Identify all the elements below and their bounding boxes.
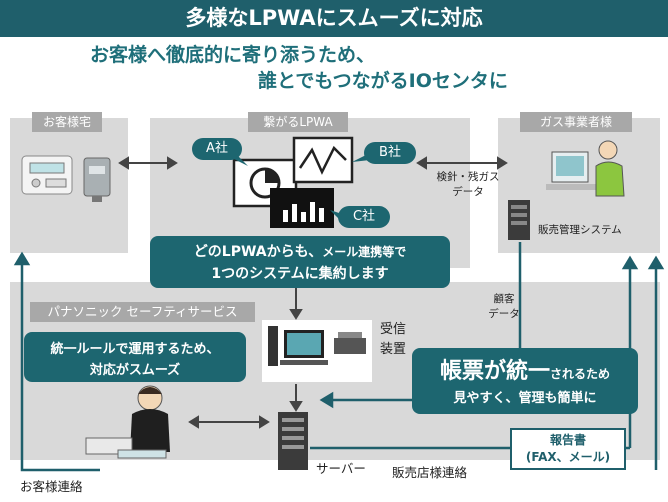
report-callout-small: されるため: [550, 367, 611, 381]
lpwa-callout-line-1: どのLPWAからも、メール連携等で: [150, 241, 450, 261]
server-label: サーバー: [316, 461, 366, 476]
sales-system-label: 販売管理システム: [538, 224, 622, 236]
monitor-c-icon: [270, 188, 334, 228]
rule-callout-line-2: 対応がスムーズ: [89, 363, 181, 378]
lpwa-aggregation-callout: どのLPWAからも、メール連携等で 1つのシステムに集約します: [150, 236, 450, 288]
page-title: 多様なLPWAにスムーズに対応: [0, 0, 668, 37]
panasonic-label: パナソニック セーフティサービス: [30, 302, 255, 322]
report-box-line-2: (FAX、メール): [525, 450, 611, 464]
unified-rule-callout: 統一ルールで運用するため、 対応がスムーズ: [24, 332, 246, 382]
report-box: 報告書 (FAX、メール): [510, 428, 626, 470]
lpwa-label: 繋がるLPWA: [248, 112, 348, 132]
operator-server-arrow: [188, 415, 270, 429]
report-callout-big: 帳票が統一: [439, 359, 550, 384]
operator-icon: [85, 385, 170, 459]
company-c-label: C社: [352, 209, 376, 224]
customer-home-label: お客様宅: [32, 112, 102, 132]
company-b-tag: [352, 142, 416, 164]
report-callout-line-1: 帳票が統一されるため: [412, 353, 638, 385]
report-callout-line-2: 見やすく、管理も簡単に: [453, 391, 597, 406]
wireless-unit-icon: [83, 157, 111, 202]
contact-customer-arrow: [13, 251, 100, 472]
customer-data-label-line-2: データ: [488, 308, 520, 320]
receiver-label-line-2: 装置: [380, 342, 407, 357]
server-icon: [278, 412, 308, 470]
subtitle-line-1: お客様へ徹底的に寄り添うため、: [90, 44, 376, 66]
monitor-b-icon: [292, 136, 354, 184]
subtitle-line-2: 誰とでもつながるIOセンタに: [258, 70, 508, 92]
meter-data-label-line-1: 検針・残ガス: [436, 171, 500, 183]
gas-server-icon: [508, 200, 530, 240]
customer-data-label: 顧客 データ: [484, 292, 524, 322]
receiver-server-arrow: [289, 384, 303, 412]
receiver-label-line-1: 受信: [380, 322, 407, 337]
rule-callout-line-1: 統一ルールで運用するため、: [50, 342, 220, 357]
report-unified-callout: 帳票が統一されるため 見やすく、管理も簡単に: [412, 348, 638, 414]
customer-contact-label: お客様連絡: [20, 479, 83, 494]
lpwa-callout-line-2: 1つのシステムに集約します: [211, 266, 389, 282]
sales-staff-icon: [546, 140, 625, 197]
company-a-tag: [192, 138, 248, 166]
report-box-line-1: 報告書: [549, 433, 586, 447]
receiver-icon: [262, 320, 372, 382]
meter-data-label: 検針・残ガス データ: [428, 170, 508, 200]
dealer-contact-label: 販売店様連絡: [392, 465, 468, 480]
home-lpwa-arrow: [118, 156, 178, 170]
customer-data-label-line-1: 顧客: [493, 293, 515, 305]
lpwa-gas-arrow: [416, 156, 508, 170]
company-a-label: A社: [206, 141, 228, 156]
company-b-label: B社: [379, 145, 401, 160]
gas-company-label: ガス事業者様: [520, 112, 632, 132]
lpwa-receiver-arrow: [289, 285, 303, 320]
gas-meter-icon: [21, 155, 73, 195]
lpwa-callout-bold: どのLPWAからも、: [193, 244, 323, 260]
meter-data-label-line-2: データ: [452, 186, 484, 198]
report-return-arrow: [647, 255, 665, 470]
receiver-label: 受信 装置: [380, 320, 406, 360]
company-c-tag: [330, 206, 390, 228]
lpwa-callout-small: メール連携等で: [322, 245, 407, 259]
